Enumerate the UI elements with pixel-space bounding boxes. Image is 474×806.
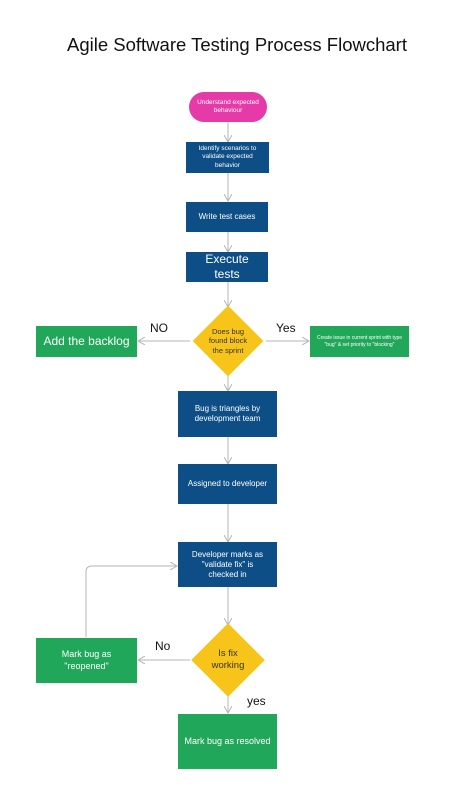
process-node-execute: Execute tests: [186, 252, 268, 282]
outcome-node-create-issue: Create issue in current sprint with type…: [310, 326, 409, 357]
outcome-node-reopened: Mark bug as "reopened": [36, 638, 137, 683]
process-node-identify: Identify scenarios to validate expected …: [186, 142, 269, 173]
process-node-developer-marks: Developer marks as "validate fix" is che…: [178, 542, 277, 587]
label-yes-create-issue: Yes: [276, 321, 296, 335]
label-no-backlog: NO: [150, 321, 168, 335]
label-yes-resolved: yes: [247, 694, 266, 708]
decision-node-block-sprint: Does bug found block the sprint: [190, 305, 266, 377]
edge-reopened-devmarks: [85, 566, 176, 637]
start-node-understand: Understand expected behaviour: [189, 92, 267, 122]
page-title: Agile Software Testing Process Flowchart: [66, 34, 407, 55]
decision-node-fix-working: Is fix working: [190, 623, 266, 697]
decision-text: Is fix working: [211, 648, 245, 671]
label-no-reopened: No: [155, 639, 171, 653]
process-node-assigned: Assigned to developer: [178, 464, 277, 504]
decision-text: Does bug found block the sprint: [208, 326, 248, 355]
outcome-node-backlog: Add the backlog: [36, 326, 137, 357]
outcome-node-resolved: Mark bug as resolved: [178, 714, 277, 769]
process-node-write: Write test cases: [186, 202, 268, 232]
process-node-triage: Bug is triangles by development team: [178, 391, 277, 437]
